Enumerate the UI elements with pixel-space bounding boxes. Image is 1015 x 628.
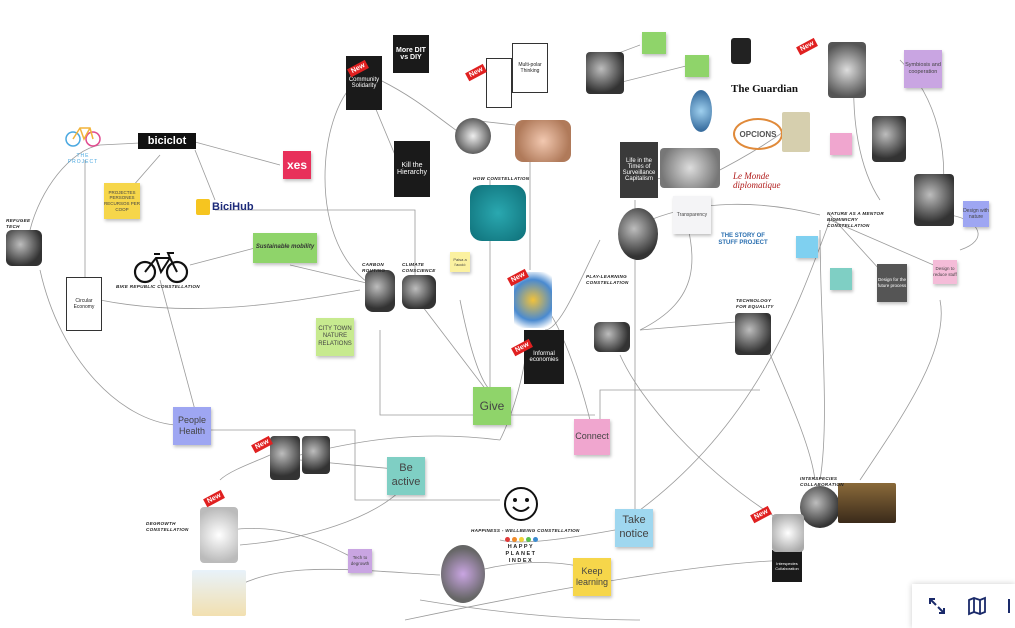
label-nature-mentor: NATURE AS A MENTOR BIOMIMICRY CONSTELLAT… (827, 211, 885, 228)
sticky-symbiosis[interactable]: Symbiosis and cooperation (904, 50, 942, 88)
social-image (594, 322, 630, 352)
cars-bikes-image (772, 514, 804, 552)
consumer-image (270, 436, 300, 480)
sticky-transparency[interactable]: Transparency (673, 196, 711, 234)
sticky-sustainable-mobility[interactable]: Sustainable mobility (253, 233, 317, 263)
board-toolbar (912, 584, 1015, 628)
insect-image (914, 174, 954, 226)
sticky-be-active[interactable]: Be active (387, 457, 425, 495)
map-icon[interactable] (966, 595, 988, 617)
sticky-pink-1[interactable] (830, 133, 852, 155)
sticky-people-health[interactable]: People Health (173, 407, 211, 445)
more-diy-card[interactable]: More DIT vs DIY (393, 35, 429, 73)
book-circular-economy[interactable]: Circular Economy (66, 277, 102, 331)
the-project-logo: THE PROJECT (62, 122, 104, 165)
lightbulb-image (455, 118, 491, 154)
label-carbon: CARBON ROUTING (362, 262, 386, 273)
planet-sketch-image (441, 545, 485, 603)
smiley-icon (504, 487, 538, 521)
book-interspecies[interactable]: Interspecies Collaboration (772, 550, 802, 582)
hands-tools-image (515, 120, 571, 162)
sticky-tech-degrowth[interactable]: Tech to degrowth (348, 549, 372, 573)
diplomatique-logo: Le Monde diplomatique (733, 171, 781, 190)
bird-dark-image (731, 38, 751, 64)
book-informal[interactable]: Informal economies (524, 330, 564, 384)
story-of-stuff-logo: THE STORY OF STUFF PROJECT (718, 233, 768, 246)
bicycle-icon (133, 252, 189, 284)
sticky-keep-learning[interactable]: Keep learning (573, 558, 611, 596)
sticky-blue-small[interactable] (796, 236, 818, 258)
sticky-teal-small[interactable] (830, 268, 852, 290)
bicycle-icon (65, 127, 101, 147)
sticky-projectes[interactable]: PROJECTES PERSONES RECURSOS PER COOP (104, 183, 140, 219)
expand-icon[interactable] (926, 595, 948, 617)
cyborg-image (618, 208, 658, 260)
wikileaks-image (690, 90, 712, 132)
label-climate: CLIMATE CONSCIENCE (402, 262, 436, 273)
guardian-logo: The Guardian (731, 83, 798, 95)
refugee-tech-image (6, 230, 42, 266)
label-refugee: REFUGEE TECH (6, 218, 31, 229)
sticky-give[interactable]: Give (473, 387, 511, 425)
label-bike-republic: BIKE REPUBLIC CONSTELLATION (116, 284, 200, 289)
sticky-connect[interactable]: Connect (574, 419, 610, 455)
landscape-painting (838, 483, 896, 523)
biomimicry-image (872, 116, 906, 162)
label-interspecies: INTERSPECIES COLLABORATION (800, 476, 844, 487)
degrowth-snail-image (200, 507, 238, 563)
book-white-1[interactable] (486, 58, 512, 108)
label-degrowth: DEGROWTH CONSTELLATION (146, 521, 189, 532)
climate-image (402, 275, 436, 309)
tree-image (586, 52, 624, 94)
book-kill-hierarchy[interactable]: Kill the Hierarchy (394, 141, 430, 197)
rainbow-dots (500, 537, 542, 542)
sticky-design-future[interactable]: Design for the future process (877, 264, 907, 302)
sticky-take-notice[interactable]: Take notice (615, 509, 653, 547)
label-how: HOW CONSTELLATION (473, 176, 530, 181)
biciclot-logo: biciclot (138, 133, 196, 149)
book-multipolar[interactable]: Multi-polar Thinking (512, 43, 548, 93)
interspecies-image (800, 486, 840, 528)
principles-degrowth-image (192, 570, 246, 616)
how-network-image (470, 185, 526, 241)
technology-equality-image (735, 313, 771, 355)
fitness-image (302, 436, 330, 474)
sticky-xes[interactable]: xes (283, 151, 311, 179)
label-happiness: HAPPINESS - WELLBEING CONSTELLATION (471, 528, 580, 533)
sticky-green-1[interactable] (642, 32, 666, 54)
opcions-logo: OPCIONS (733, 118, 783, 150)
label-play: PLAY-LEARNING CONSTELLATION (586, 274, 629, 285)
more-icon[interactable] (1006, 595, 1012, 617)
sticky-paisa[interactable]: Paisa a l'acció (450, 252, 470, 272)
human-mind-image (828, 42, 866, 98)
sticky-design-reduce[interactable]: Design to reduce stuff (933, 260, 957, 284)
happy-planet-logo: HAPPY PLANET INDEX (500, 486, 542, 564)
book-life-times[interactable]: Life in the Times of Surveillance Capita… (620, 142, 658, 198)
bicihub-logo: BiciHub (196, 198, 260, 216)
carbon-routing-image (365, 270, 395, 312)
sticky-green-2[interactable] (685, 55, 709, 77)
opcions-magazine (782, 112, 810, 152)
label-technology: TECHNOLOGY FOR EQUALITY (736, 298, 774, 309)
sticky-city-town[interactable]: CITY TOWN NATURE RELATIONS (316, 318, 354, 356)
crowd-image (660, 148, 720, 188)
sticky-design-nature[interactable]: Design with nature (963, 201, 989, 227)
